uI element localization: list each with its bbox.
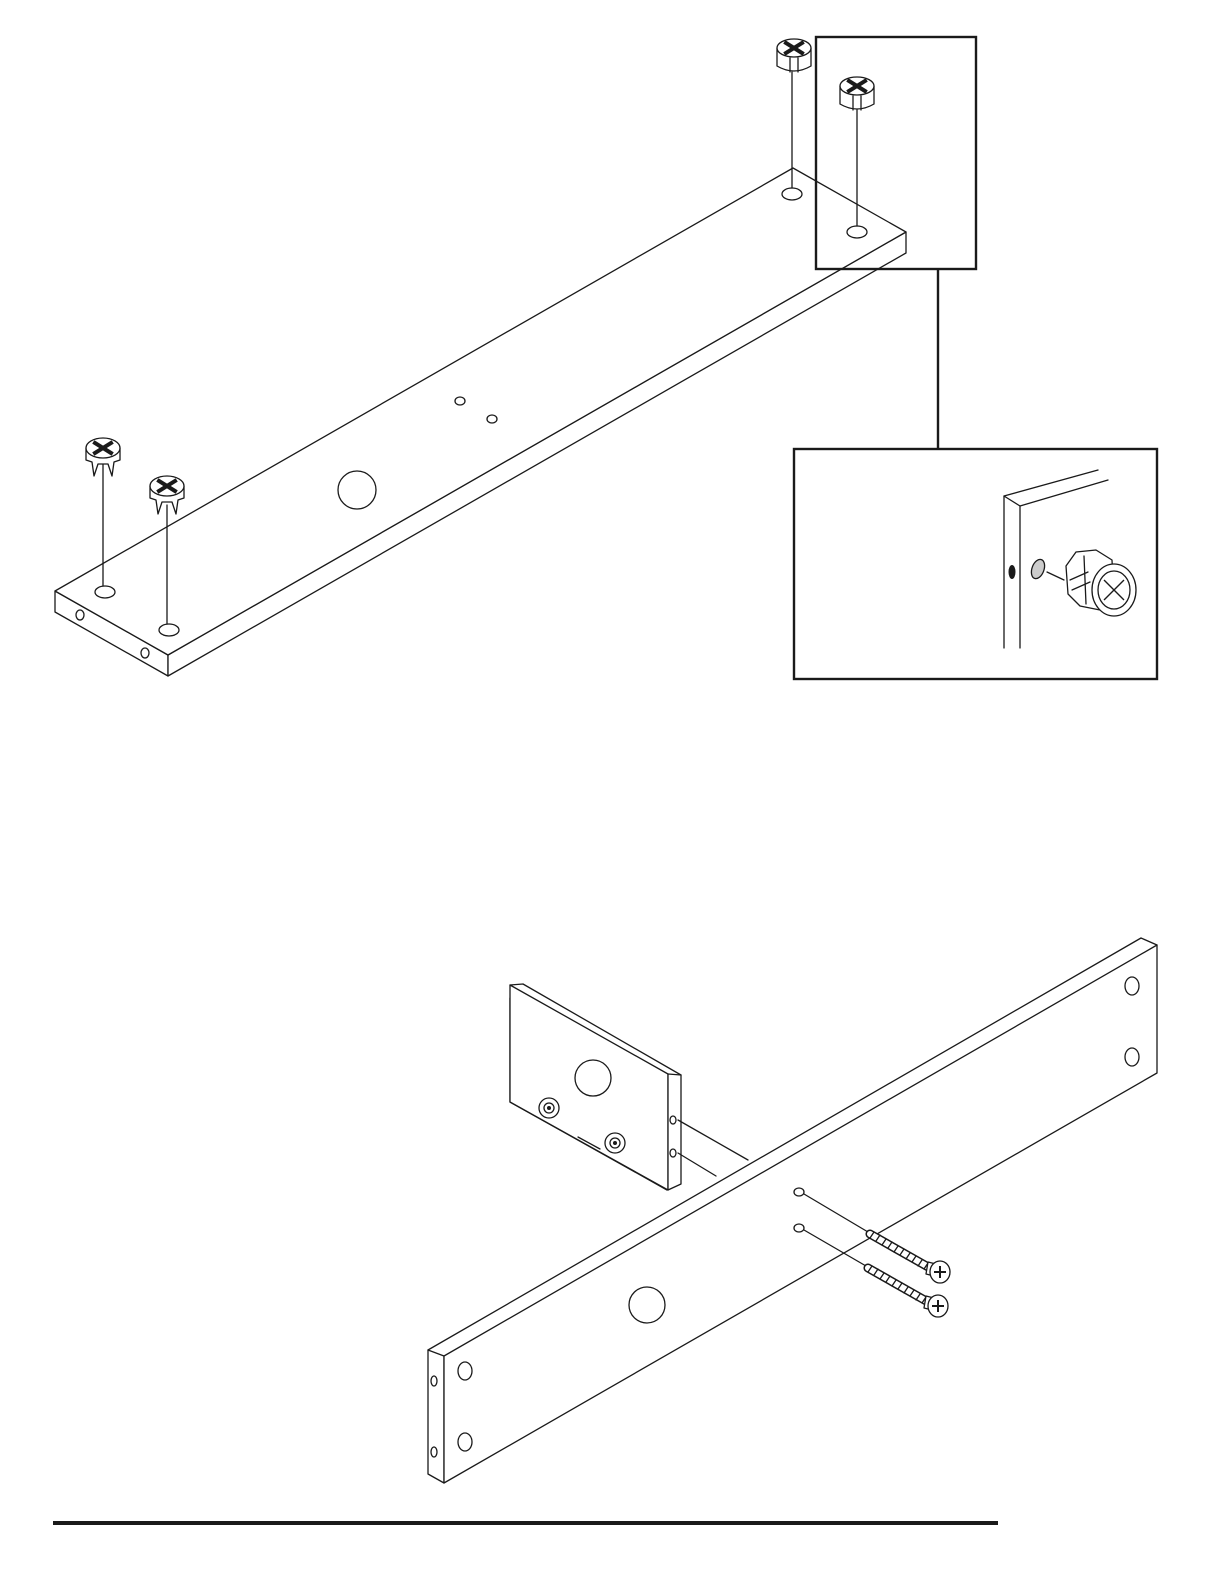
- detail-box: [794, 449, 1157, 679]
- shelf-board: [55, 168, 906, 676]
- cam-lock-icon: [840, 77, 874, 110]
- cam-lock-icon: [777, 39, 811, 72]
- end-panel: [510, 984, 681, 1190]
- footer-rule: [53, 1521, 998, 1525]
